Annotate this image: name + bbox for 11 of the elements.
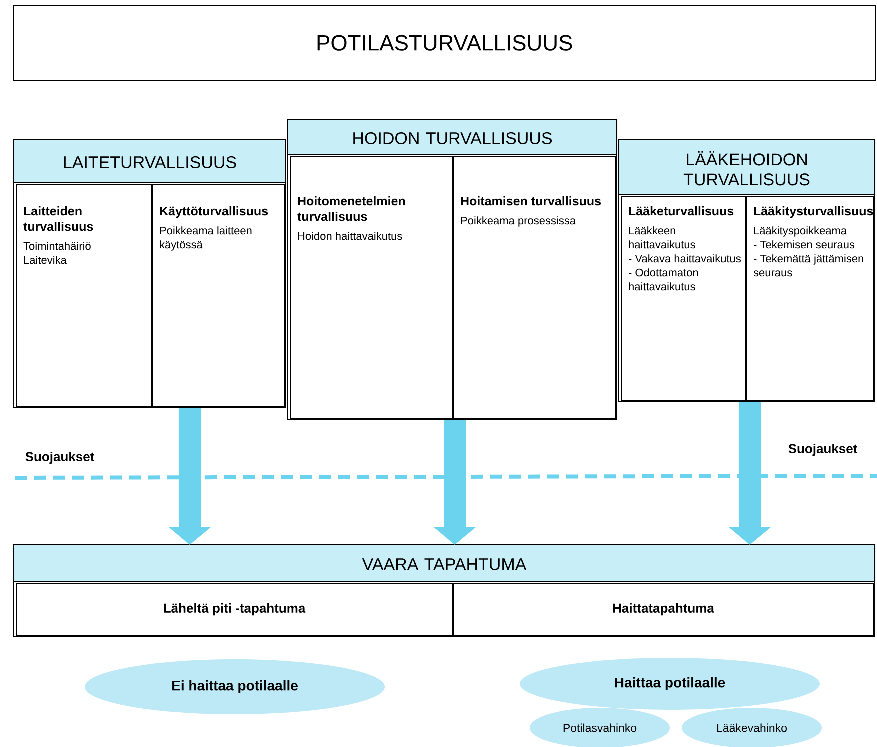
- category-cell: Hoitomenetelmien turvallisuus Hoidon haittavaikutus: [290, 156, 453, 419]
- category-cell: Käyttöturvallisuus Poikkeama laitteen käytössä: [152, 184, 285, 407]
- barrier-label: Suojaukset: [26, 452, 95, 464]
- category-cell: Läheltä piti -tapahtuma: [16, 583, 453, 636]
- barrier-label: Suojaukset: [788, 444, 858, 456]
- category-cell: Haittatapahtuma: [453, 583, 874, 636]
- category-cell: Lääketurvallisuus Lääkkeen haittavaikutus - Vakava haittavaikutus - Odottamaton haittavaikutus: [621, 196, 746, 401]
- category-cell: Hoitamisen turvallisuus Poikkeama prosessissa: [453, 156, 616, 419]
- title-box: POTILASTURVALLISUUS: [13, 5, 876, 82]
- category-cell: Laitteiden turvallisuus Toimintahäiriö Laitevika: [16, 184, 152, 407]
- category-cell: Lääkitysturvallisuus Lääkityspoikkeama - Tekemisen seuraus - Tekemättä jättämisen seuraus: [746, 196, 874, 401]
